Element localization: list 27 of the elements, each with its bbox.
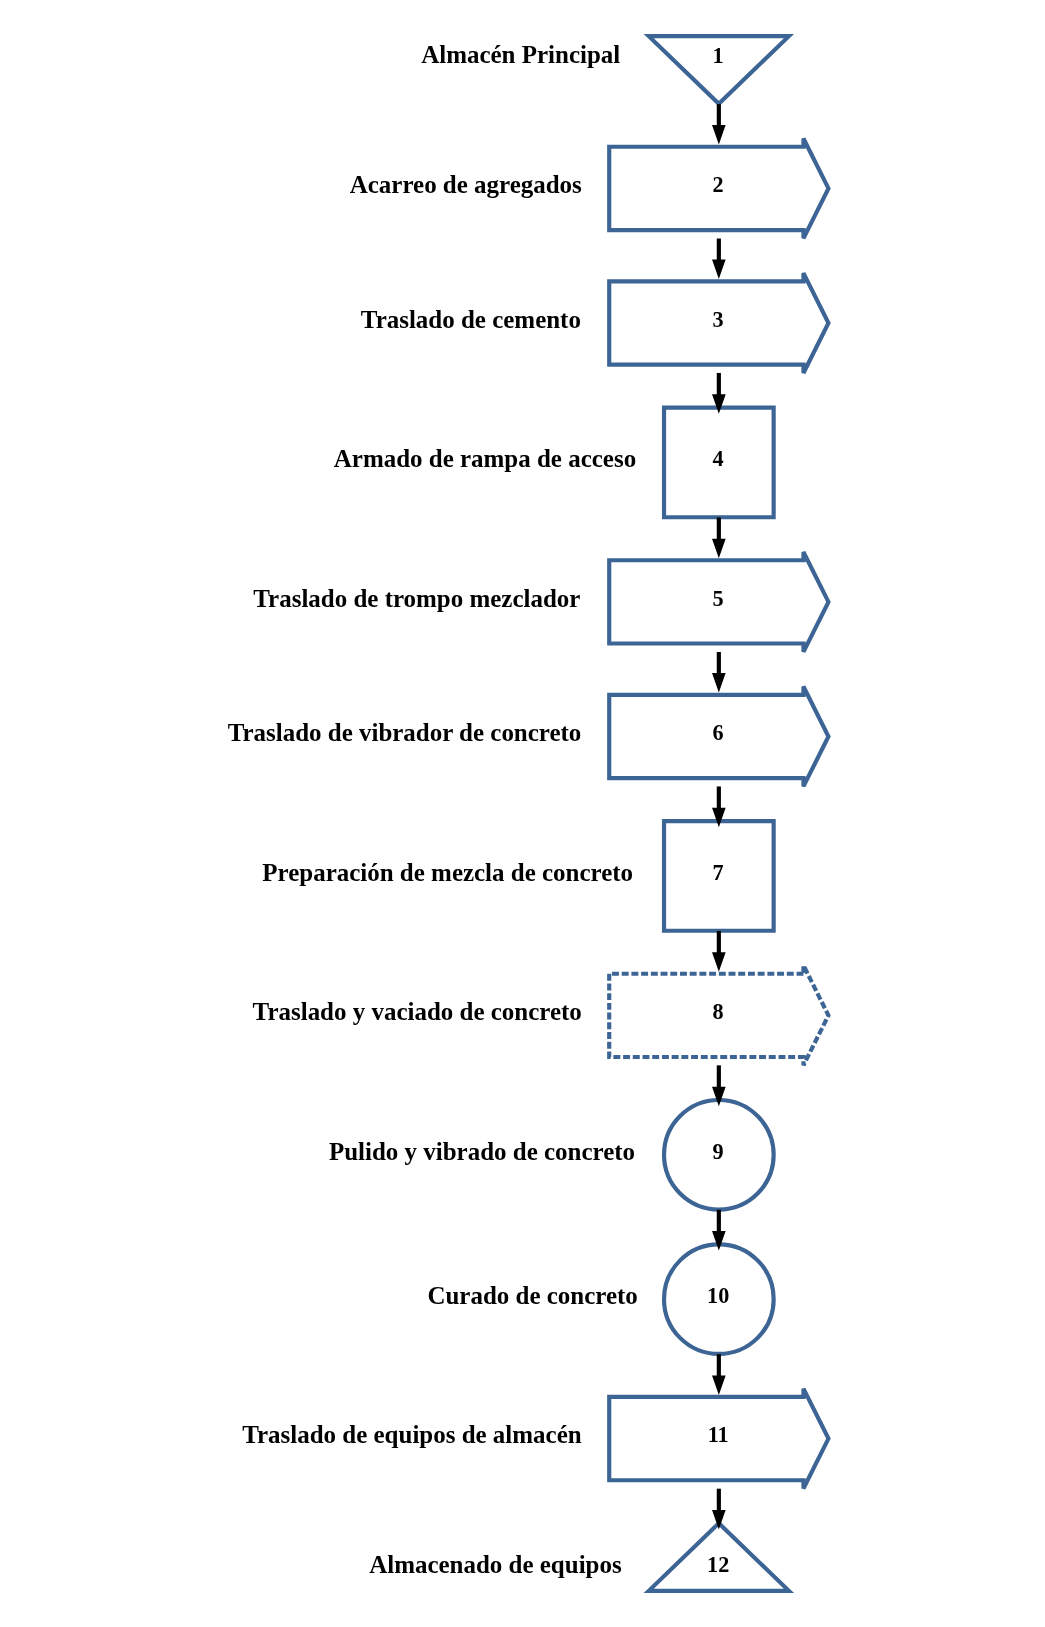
arrow: [712, 1065, 726, 1107]
node-label: Almacenado de equipos: [369, 1551, 622, 1579]
node-label: Traslado de trompo mezclador: [253, 584, 581, 612]
node-label: Acarreo de agregados: [349, 171, 582, 199]
node-label: Armado de rampa de acceso: [333, 445, 637, 473]
arrow: [712, 372, 726, 414]
arrow: [712, 652, 726, 693]
arrow: [712, 786, 726, 828]
node-label: Curado de concreto: [427, 1281, 638, 1309]
arrow: [712, 1209, 726, 1251]
arrow: [712, 930, 726, 972]
node-box: 7: [661, 819, 776, 933]
node-label: Almacén Principal: [421, 41, 621, 69]
arrow: [712, 1354, 726, 1395]
arrow: [712, 517, 726, 559]
node-label: Pulido y vibrado de concreto: [328, 1137, 636, 1165]
arrow: [712, 238, 726, 279]
node-box: 4: [661, 405, 776, 520]
node-label: Traslado de cemento: [360, 305, 581, 333]
node-circle: 10: [661, 1242, 776, 1356]
node-label: Traslado y vaciado de concreto: [252, 998, 582, 1026]
node-circle: 9: [661, 1097, 776, 1212]
node-label: Traslado de vibrador de concreto: [227, 719, 582, 747]
node-label: Preparación de mezcla de concreto: [262, 858, 634, 886]
arrow: [712, 104, 726, 145]
arrow: [712, 1488, 726, 1530]
node-label: Traslado de equipos de almacén: [242, 1421, 582, 1449]
